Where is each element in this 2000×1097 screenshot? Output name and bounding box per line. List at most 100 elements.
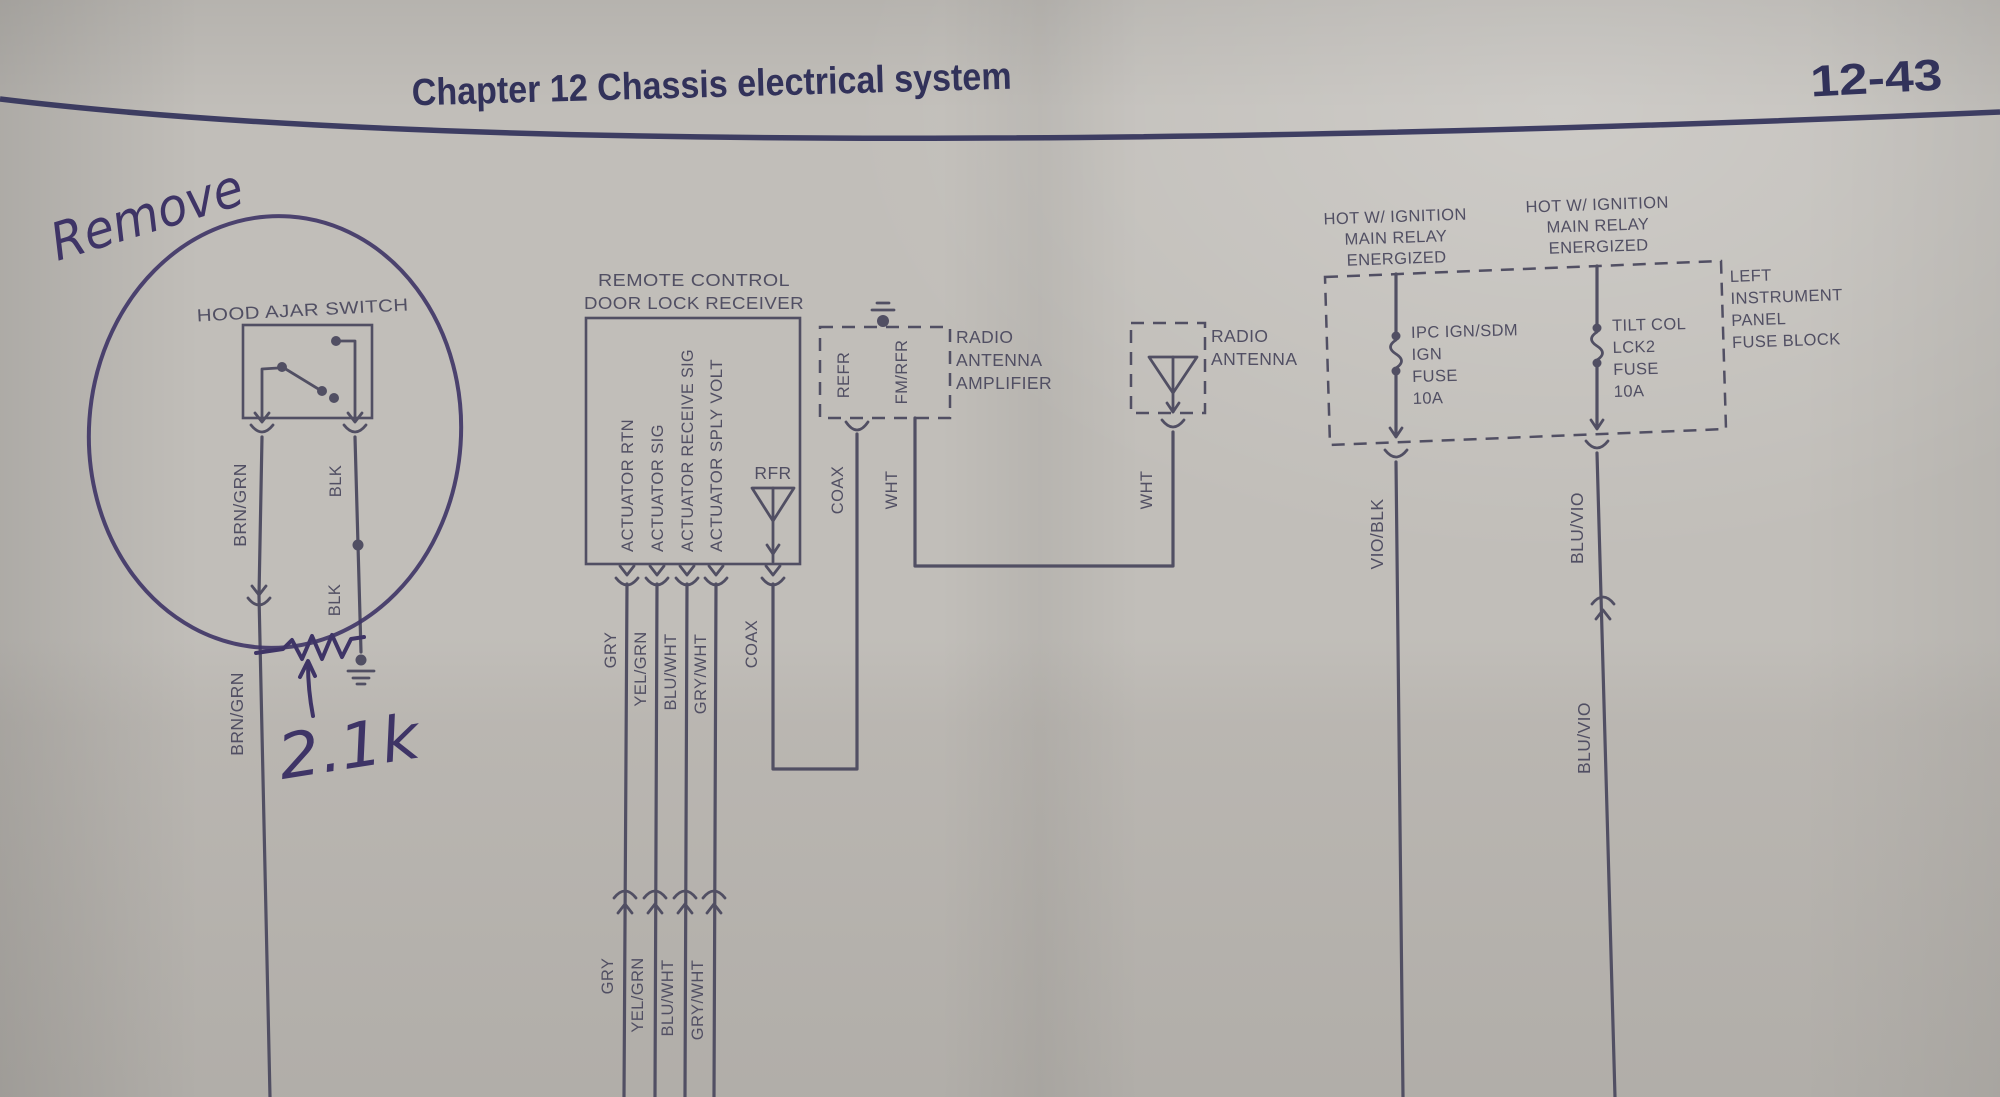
wire-label-gry-wht-lower: GRY/WHT [689,960,707,1040]
fuse-block-label: LEFT INSTRUMENT PANEL FUSE BLOCK [1729,267,1843,352]
resistor-sketch [254,633,366,661]
coax-label-right: COAX [829,466,847,514]
amplifier-pin-refr: REFR [835,352,853,399]
antenna-box [1129,321,1207,415]
fuse1-label-line: FUSE [1412,367,1458,386]
circle-sketch [86,214,464,650]
fuse-block-label-line: FUSE BLOCK [1732,330,1841,352]
wire-wht-amplifier [913,416,1175,568]
wire-label-yel-grn-lower: YEL/GRN [629,957,647,1032]
switch-left-stub [260,366,280,420]
remove-note: Remove [44,158,251,273]
page-header: Chapter 12 Chassis electrical system 12-… [0,51,2000,142]
switch-top-dot [331,336,341,346]
receiver-pin-actuator-rtn: ACTUATOR RTN [619,419,637,552]
wire-gry [622,582,629,1097]
fuse2-label-line: TILT COL [1612,315,1687,335]
connector-icon [612,889,638,915]
wire-label-blu-vio-lower: BLU/VIO [1574,702,1594,774]
wire-label-blu-vio-upper: BLU/VIO [1567,492,1587,564]
arrow-sketch [298,659,317,718]
header-line: HOT W/ IGNITION [1525,194,1669,217]
header-line: HOT W/ IGNITION [1323,206,1467,229]
wire-brn-grn [257,435,272,1097]
connector-icon [1590,595,1616,621]
connector-icon [642,889,668,915]
amplifier-title-line2: ANTENNA [956,350,1042,370]
switch-arm-dot [317,386,327,396]
connector-icon [760,564,786,587]
connector-icon [644,564,670,587]
page-number: 12-43 [1809,51,1943,107]
hood-switch-box [241,323,374,420]
receiver-group: REMOTE CONTROL DOOR LOCK RECEIVER ACTUAT… [584,270,804,587]
connector-icon [249,411,275,434]
receiver-pin-actuator-sig: ACTUATOR SIG [649,424,667,552]
receiver-pin-actuator-receive-sig: ACTUATOR RECEIVE SIG [679,349,697,552]
connector-icon [246,584,272,607]
header-hot-ignition-right: HOT W/ IGNITION MAIN RELAY ENERGIZED [1525,194,1669,258]
fuse-block-label-line: LEFT [1729,267,1772,286]
header-line: MAIN RELAY [1546,215,1649,237]
switch-contact-dot2 [329,393,339,403]
antenna-title-line2: ANTENNA [1211,349,1297,369]
wht-label-antenna: WHT [1138,471,1156,510]
fuse2-label-line: LCK2 [1612,338,1655,357]
connector-icon [703,564,729,587]
fuse-block-box [1323,259,1728,447]
amplifier-box [818,325,952,420]
fuse-block-group: HOT W/ IGNITION MAIN RELAY ENERGIZED HOT… [1323,194,1843,1097]
wire-yel-grn [653,582,659,1097]
header-hot-ignition-left: HOT W/ IGNITION MAIN RELAY ENERGIZED [1323,206,1467,270]
wire-label-yel-grn-upper: YEL/GRN [632,631,650,706]
receiver-pin-actuator-sply-volt: ACTUATOR SPLY VOLT [708,359,726,552]
ground-icon [870,301,896,327]
connector-icon [1584,439,1610,450]
header-line: ENERGIZED [1346,248,1446,269]
antenna-title-line1: RADIO [1211,326,1268,346]
receiver-title-line2: DOOR LOCK RECEIVER [584,293,804,313]
fuse1-label: IPC IGN/SDM IGN FUSE 10A [1411,321,1519,408]
amplifier-title-line1: RADIO [956,327,1013,347]
connector-icon [614,564,640,587]
wire-blu-wht [683,582,689,1097]
connector-icon [674,564,700,587]
connector-icon [1160,418,1186,429]
chapter-title: Chapter 12 Chassis electrical system [411,56,1012,115]
wire-label-blu-wht-upper: BLU/WHT [662,633,680,710]
wire-label-gry-wht-upper: GRY/WHT [692,634,710,714]
header-line: MAIN RELAY [1344,227,1447,249]
header-line: ENERGIZED [1548,236,1648,257]
amplifier-pin-fmrfr: FM/RFR [893,340,911,405]
connector-icon [1383,448,1409,459]
wire-label-brn-grn-upper: BRN/GRN [230,463,250,547]
wire-label-blk-upper: BLK [327,465,345,497]
fuse-block-label-line: PANEL [1731,310,1786,330]
coax-label-left: COAX [743,620,761,668]
wire-label-vio-blk: VIO/BLK [1367,499,1387,570]
antenna-icon [1147,355,1199,414]
wire-label-blu-wht-lower: BLU/WHT [659,959,677,1036]
wire-coax [771,432,859,771]
fuse-block-label-line: INSTRUMENT [1730,286,1843,308]
junction-dot [352,539,364,551]
fuse1-label-line: IPC IGN/SDM [1411,321,1519,342]
wire-blu-vio [1595,451,1617,1097]
receiver-wires: GRY YEL/GRN BLU/WHT GRY/WHT GRY YEL/GRN … [599,420,870,1097]
connector-icon [701,889,727,915]
rfr-label: RFR [754,463,791,483]
receiver-box [584,316,802,566]
wire-label-brn-grn-lower: BRN/GRN [227,672,247,756]
connector-icon [672,889,698,915]
connector-icon [342,411,368,434]
coax-connector-icon [844,420,870,432]
fuse-icon [1589,264,1605,431]
wire-label-blk-lower: BLK [326,584,344,616]
amplifier-group: REFR FM/RFR RADIO ANTENNA AMPLIFIER WHT [818,301,1175,568]
antenna-group: RADIO ANTENNA WHT [1129,321,1297,510]
fuse-icon [1388,272,1404,439]
pen-annotations: Remove 2.1k [44,158,464,794]
switch-right-stub [339,339,357,420]
wire-label-gry-upper: GRY [602,632,620,669]
